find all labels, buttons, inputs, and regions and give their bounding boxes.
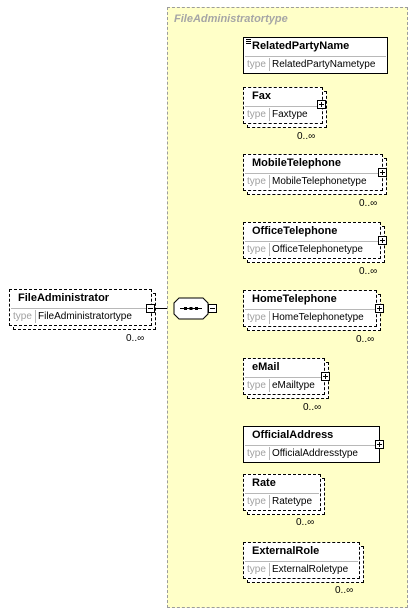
child-element-box[interactable]: ExternalRole type ExternalRoletype: [243, 542, 360, 579]
child-element-name: Rate: [252, 477, 276, 489]
child-element-name: eMail: [252, 361, 280, 373]
child-type-label: type: [247, 176, 266, 187]
child-element-name: MobileTelephone: [252, 157, 342, 169]
sequence-compositor-icon[interactable]: [173, 297, 209, 320]
root-type-value: FileAdministratortype: [38, 311, 132, 322]
expand-icon[interactable]: [375, 440, 384, 449]
complex-type-title: FileAdministratortype: [174, 13, 288, 25]
child-cardinality: 0..∞: [335, 585, 354, 596]
child-type-label: type: [247, 312, 266, 323]
child-element-box[interactable]: OfficeTelephone type OfficeTelephonetype: [243, 222, 381, 259]
child-type-row: type RelatedPartyNametype: [245, 56, 386, 72]
child-type-label: type: [247, 109, 266, 120]
child-cardinality: 0..∞: [303, 402, 322, 413]
type-separator: [269, 447, 270, 460]
child-element-name: ExternalRole: [252, 545, 320, 557]
child-element-name: OfficeTelephone: [252, 225, 338, 237]
child-type-value: eMailtype: [272, 380, 315, 391]
child-type-label: type: [247, 448, 266, 459]
root-cardinality: 0..∞: [126, 333, 145, 344]
collapse-icon[interactable]: [208, 304, 217, 313]
child-element-box[interactable]: RelatedPartyName type RelatedPartyNamety…: [243, 37, 388, 74]
child-element-box[interactable]: MobileTelephone type MobileTelephonetype: [243, 154, 383, 191]
child-type-label: type: [247, 244, 266, 255]
child-element-name: HomeTelephone: [252, 293, 337, 305]
root-type-row: type FileAdministratortype: [11, 308, 150, 324]
child-type-value: HomeTelephonetype: [272, 312, 364, 323]
child-type-value: Ratetype: [272, 496, 313, 507]
collapse-icon[interactable]: [146, 304, 155, 313]
child-element-name: Fax: [252, 90, 271, 102]
root-type-label: type: [13, 311, 32, 322]
child-cardinality: 0..∞: [359, 266, 378, 277]
child-type-label: type: [247, 564, 266, 575]
child-element-name: OfficialAddress: [252, 429, 334, 441]
child-element-box[interactable]: OfficialAddress type OfficialAddresstype: [243, 426, 380, 463]
child-element-name: RelatedPartyName: [252, 40, 350, 52]
child-type-label: type: [247, 59, 266, 70]
child-element-box[interactable]: Fax type Faxtype: [243, 87, 323, 124]
type-separator: [269, 175, 270, 188]
child-type-row: type MobileTelephonetype: [245, 173, 381, 189]
type-separator: [269, 563, 270, 576]
child-type-value: MobileTelephonetype: [272, 176, 367, 187]
child-type-row: type OfficeTelephonetype: [245, 241, 379, 257]
type-separator: [269, 495, 270, 508]
child-cardinality: 0..∞: [356, 334, 375, 345]
type-separator: [269, 311, 270, 324]
root-element-name: FileAdministrator: [18, 292, 110, 304]
child-type-label: type: [247, 496, 266, 507]
child-type-value: Faxtype: [272, 109, 308, 120]
annotation-icon: [246, 39, 251, 44]
child-cardinality: 0..∞: [296, 517, 315, 528]
child-type-row: type OfficialAddresstype: [245, 445, 378, 461]
child-type-value: RelatedPartyNametype: [272, 59, 376, 70]
child-type-row: type Ratetype: [245, 493, 319, 509]
type-separator: [35, 310, 36, 323]
type-separator: [269, 243, 270, 256]
child-type-row: type Faxtype: [245, 106, 321, 122]
child-type-value: OfficialAddresstype: [272, 448, 358, 459]
type-separator: [269, 379, 270, 392]
child-element-box[interactable]: eMail type eMailtype: [243, 358, 325, 395]
child-type-row: type HomeTelephonetype: [245, 309, 375, 325]
expand-icon[interactable]: [378, 236, 387, 245]
type-separator: [269, 108, 270, 121]
child-element-box[interactable]: HomeTelephone type HomeTelephonetype: [243, 290, 377, 327]
type-separator: [269, 58, 270, 71]
child-type-value: ExternalRoletype: [272, 564, 349, 575]
child-type-value: OfficeTelephonetype: [272, 244, 363, 255]
child-type-row: type ExternalRoletype: [245, 561, 358, 577]
child-element-box[interactable]: Rate type Ratetype: [243, 474, 321, 511]
expand-icon[interactable]: [375, 304, 384, 313]
child-type-row: type eMailtype: [245, 377, 323, 393]
child-cardinality: 0..∞: [359, 198, 378, 209]
child-type-label: type: [247, 380, 266, 391]
expand-icon[interactable]: [321, 372, 330, 381]
child-cardinality: 0..∞: [297, 131, 316, 142]
expand-icon[interactable]: [378, 168, 387, 177]
root-element-box[interactable]: FileAdministrator type FileAdministrator…: [9, 289, 152, 326]
expand-icon[interactable]: [317, 100, 326, 109]
